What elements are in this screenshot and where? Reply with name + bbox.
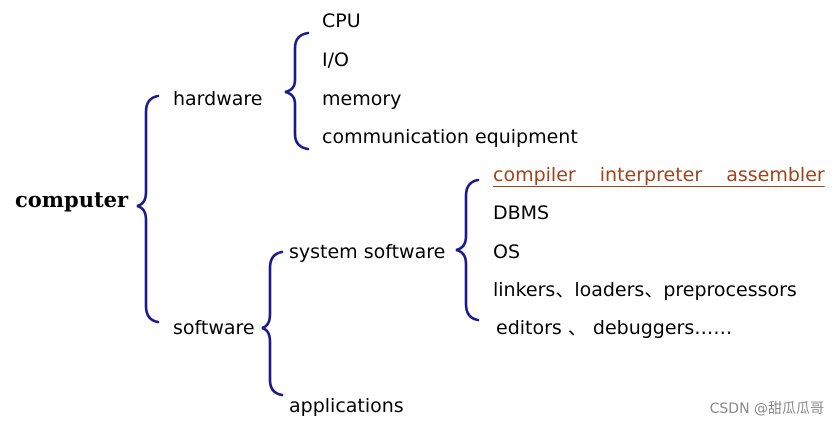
system-item-editors: editors 、 debuggers…… bbox=[496, 317, 733, 339]
system-item-compilers: compiler interpreter assembler bbox=[493, 164, 825, 186]
node-hardware: hardware bbox=[173, 88, 263, 110]
watermark: CSDN @甜瓜瓜哥 bbox=[709, 401, 824, 417]
hardware-item-io: I/O bbox=[322, 49, 349, 71]
system-item-os: OS bbox=[493, 241, 521, 263]
system-item-linkers: linkers、loaders、preprocessors bbox=[493, 279, 797, 301]
node-system-software: system software bbox=[289, 241, 446, 263]
root-brace bbox=[136, 94, 160, 324]
node-software: software bbox=[173, 317, 255, 339]
software-brace bbox=[261, 250, 284, 397]
hardware-item-memory: memory bbox=[322, 88, 402, 110]
hardware-item-communication-equipment: communication equipment bbox=[322, 126, 578, 148]
system-software-brace bbox=[455, 178, 480, 322]
root-node-computer: computer bbox=[15, 187, 129, 212]
hardware-brace bbox=[284, 31, 310, 151]
node-applications: applications bbox=[289, 395, 404, 417]
system-item-dbms: DBMS bbox=[493, 202, 550, 224]
hardware-item-cpu: CPU bbox=[322, 10, 361, 32]
